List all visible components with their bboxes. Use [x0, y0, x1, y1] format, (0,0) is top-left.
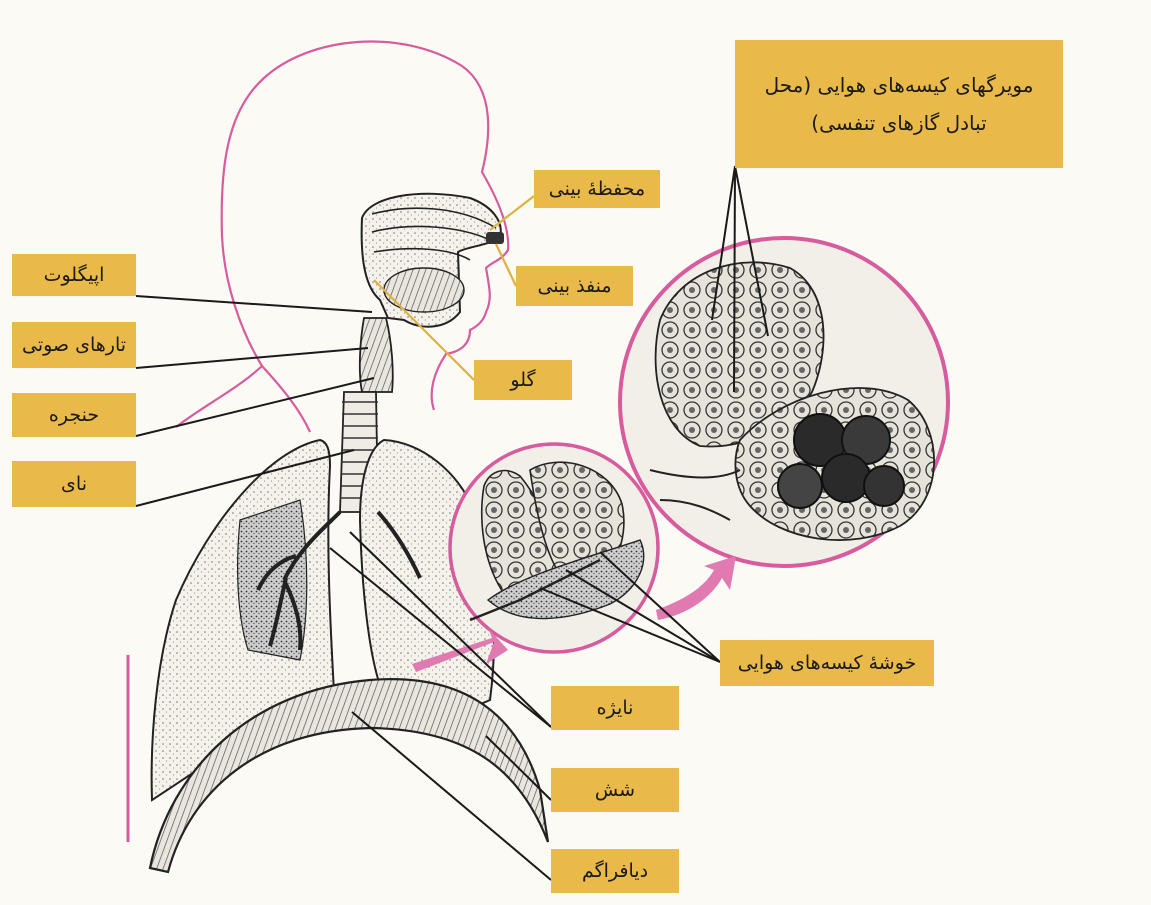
label-bronchus: نایژه [551, 686, 679, 730]
label-alveoli-cluster: خوشهٔ کیسه‌های هوایی [720, 640, 934, 686]
label-lung: شش [551, 768, 679, 812]
zoom-arrow-large [656, 556, 736, 620]
label-larynx: حنجره [12, 393, 136, 437]
label-epiglottis: اپیگلوت [12, 254, 136, 296]
label-alveolar-capillaries: مویرگهای کیسه‌های هوایی (محل تبادل گازها… [735, 40, 1063, 168]
label-diaphragm: دیافراگم [551, 849, 679, 893]
label-pharynx: گلو [474, 360, 572, 400]
mouth-tongue [384, 268, 464, 312]
label-nasal-cavity: محفظهٔ بینی [534, 170, 660, 208]
label-nostril: منفذ بینی [516, 266, 633, 306]
label-vocal-cords: تارهای صوتی [12, 322, 136, 368]
label-trachea: نای [12, 461, 136, 507]
nostril-mark [486, 232, 504, 244]
